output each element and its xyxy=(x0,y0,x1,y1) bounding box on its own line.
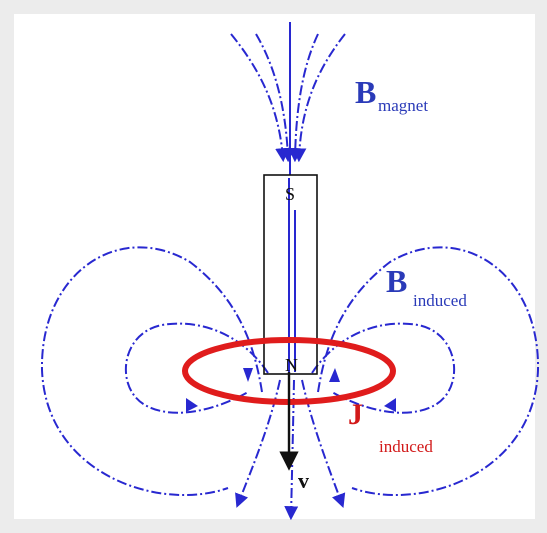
loop-arrow-right-inner xyxy=(384,398,396,412)
diagram-panel xyxy=(14,14,535,519)
b-induced-subscript: induced xyxy=(413,291,467,310)
bar-magnet xyxy=(263,174,318,375)
induced-field-loop-left-inner xyxy=(124,322,269,414)
j-induced-symbol: J xyxy=(348,398,363,431)
label-b-magnet: B magnet xyxy=(355,74,428,115)
label-b-induced: B induced xyxy=(386,263,467,310)
b-magnet-subscript: magnet xyxy=(378,96,428,115)
loop-arrow-left-inner xyxy=(186,398,198,412)
field-line-top-left-outer xyxy=(230,33,290,163)
loop-arrow-left-outer xyxy=(243,368,253,382)
label-j-induced: J induced xyxy=(348,398,433,456)
field-line-top-right-outer xyxy=(292,33,346,163)
j-induced-subscript: induced xyxy=(379,437,433,456)
field-line-bottom-center xyxy=(284,379,299,521)
b-magnet-symbol: B xyxy=(355,74,376,110)
b-induced-symbol: B xyxy=(386,263,407,299)
induced-field-loop-right-outer xyxy=(317,246,540,496)
field-line-bottom-left xyxy=(235,379,281,508)
field-line-top-left-inner xyxy=(255,33,295,163)
loop-arrow-right-outer xyxy=(329,368,340,382)
velocity-label: v xyxy=(298,468,309,493)
field-line-bottom-right xyxy=(301,379,346,508)
north-pole-label: N xyxy=(285,355,298,375)
field-line-top-right-inner xyxy=(288,33,319,163)
induced-field-loop-left-outer xyxy=(40,246,263,496)
induced-field-loop-right-inner xyxy=(311,322,456,414)
south-pole-label: S xyxy=(285,184,295,204)
